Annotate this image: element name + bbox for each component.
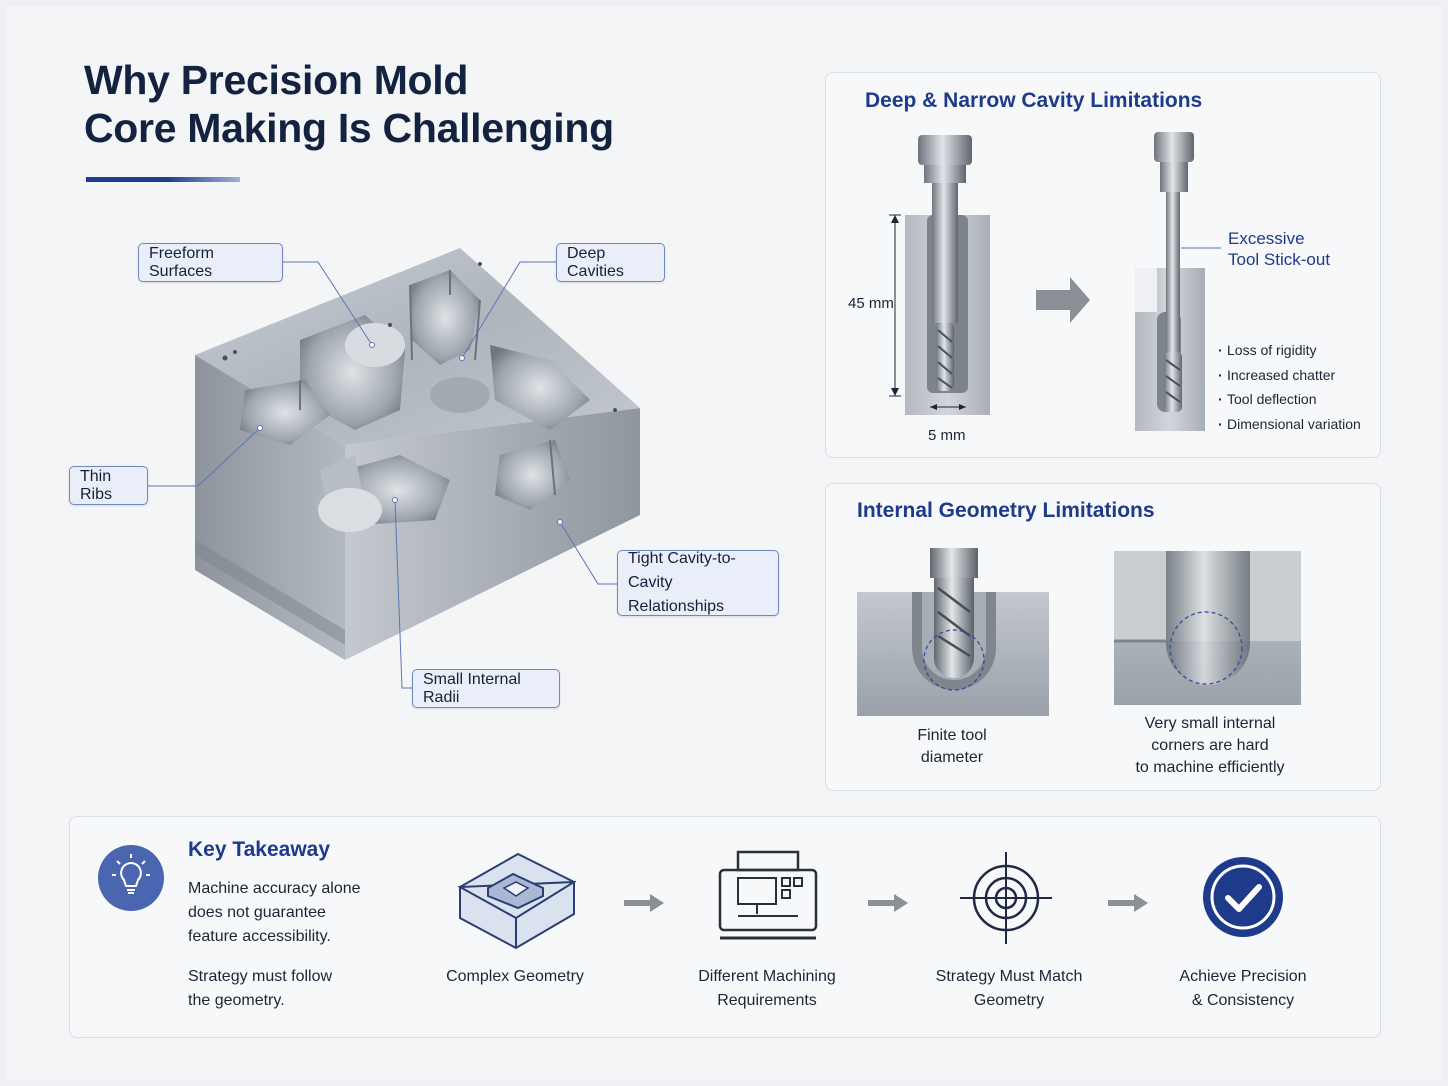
small-corners-line-3: to machine efficiently xyxy=(1135,759,1285,776)
target-icon xyxy=(960,852,1052,944)
callout-freeform-surfaces: Freeform Surfaces xyxy=(138,243,283,282)
callout-deep-cavities: Deep Cavities xyxy=(556,243,665,282)
bullet-item: Tool deflection xyxy=(1218,387,1361,412)
finite-tool-caption: Finite tool diameter xyxy=(882,725,1022,769)
callout-small-radii: Small Internal Radii xyxy=(412,669,560,708)
callout-thin-ribs-label: Thin Ribs xyxy=(80,467,113,503)
width-dimension-label: 5 mm xyxy=(928,427,966,444)
step-complex-geometry: Complex Geometry xyxy=(430,965,600,989)
callout-tight-label-2: Relationships xyxy=(628,598,725,615)
internal-geometry-title: Internal Geometry Limitations xyxy=(857,499,1155,522)
title-line-1: Why Precision Mold xyxy=(84,57,469,103)
mold-core-illustration xyxy=(195,248,640,660)
takeaway-text-1-line-1: Machine accuracy alone xyxy=(188,880,361,897)
step-different-machining: Different Machining Requirements xyxy=(672,965,862,1013)
callout-freeform-label: Freeform Surfaces xyxy=(149,244,214,280)
page-title: Why Precision Mold Core Making Is Challe… xyxy=(84,56,614,152)
step-strategy-match: Strategy Must Match Geometry xyxy=(914,965,1104,1013)
stick-out-line-1: Excessive xyxy=(1228,229,1305,248)
step-4-line-1: Achieve Precision xyxy=(1179,968,1307,985)
callout-tight-label-1: Tight Cavity-to-Cavity xyxy=(628,550,736,591)
small-corners-line-2: corners are hard xyxy=(1151,737,1269,754)
step-2-line-2: Requirements xyxy=(717,992,817,1009)
callout-small-radii-label: Small Internal Radii xyxy=(423,670,521,706)
stick-out-effects-list: Loss of rigidity Increased chatter Tool … xyxy=(1218,338,1361,436)
internal-geometry-illustration xyxy=(857,548,1301,716)
takeaway-text-1: Machine accuracy alone does not guarante… xyxy=(188,877,361,949)
stick-out-label: Excessive Tool Stick-out xyxy=(1228,228,1330,270)
title-underline xyxy=(86,177,240,182)
takeaway-text-2: Strategy must follow the geometry. xyxy=(188,965,332,1013)
callout-thin-ribs: Thin Ribs xyxy=(69,466,148,505)
mold-block-icon xyxy=(458,852,576,950)
arrow-right-icon xyxy=(868,894,908,912)
stick-out-line-2: Tool Stick-out xyxy=(1228,250,1331,269)
bullet-item: Dimensional variation xyxy=(1218,412,1361,437)
arrow-right-icon xyxy=(624,894,664,912)
arrow-right-icon xyxy=(1108,894,1148,912)
step-achieve-precision: Achieve Precision & Consistency xyxy=(1150,965,1336,1013)
callout-tight-cavity: Tight Cavity-to-Cavity Relationships xyxy=(617,550,779,616)
small-corners-caption: Very small internal corners are hard to … xyxy=(1120,713,1300,779)
takeaway-text-2-line-2: the geometry. xyxy=(188,992,285,1009)
step-4-line-2: & Consistency xyxy=(1191,992,1295,1009)
depth-dimension-label: 45 mm xyxy=(848,295,894,312)
takeaway-text-1-line-3: feature accessibility. xyxy=(188,928,331,945)
lightbulb-icon xyxy=(98,845,164,911)
check-circle-icon xyxy=(1203,857,1283,937)
key-takeaway-title: Key Takeaway xyxy=(188,838,331,861)
step-3-line-1: Strategy Must Match xyxy=(935,968,1083,985)
step-1-line-1: Complex Geometry xyxy=(446,968,584,985)
title-line-2: Core Making Is Challenging xyxy=(84,105,614,151)
cnc-machine-icon xyxy=(718,850,818,940)
step-2-line-1: Different Machining xyxy=(698,968,836,985)
finite-tool-line-1: Finite tool xyxy=(917,727,987,744)
takeaway-text-2-line-1: Strategy must follow xyxy=(188,968,333,985)
deep-narrow-title: Deep & Narrow Cavity Limitations xyxy=(865,89,1203,112)
bullet-item: Loss of rigidity xyxy=(1218,338,1361,363)
takeaway-text-1-line-2: does not guarantee xyxy=(188,904,326,921)
callout-deep-label: Deep Cavities xyxy=(567,244,624,280)
key-takeaway-panel xyxy=(69,816,1381,1038)
small-corners-line-1: Very small internal xyxy=(1144,715,1276,732)
step-3-line-2: Geometry xyxy=(973,992,1045,1009)
bullet-item: Increased chatter xyxy=(1218,363,1361,388)
deep-cavity-illustration xyxy=(889,132,1221,431)
finite-tool-line-2: diameter xyxy=(920,749,984,766)
